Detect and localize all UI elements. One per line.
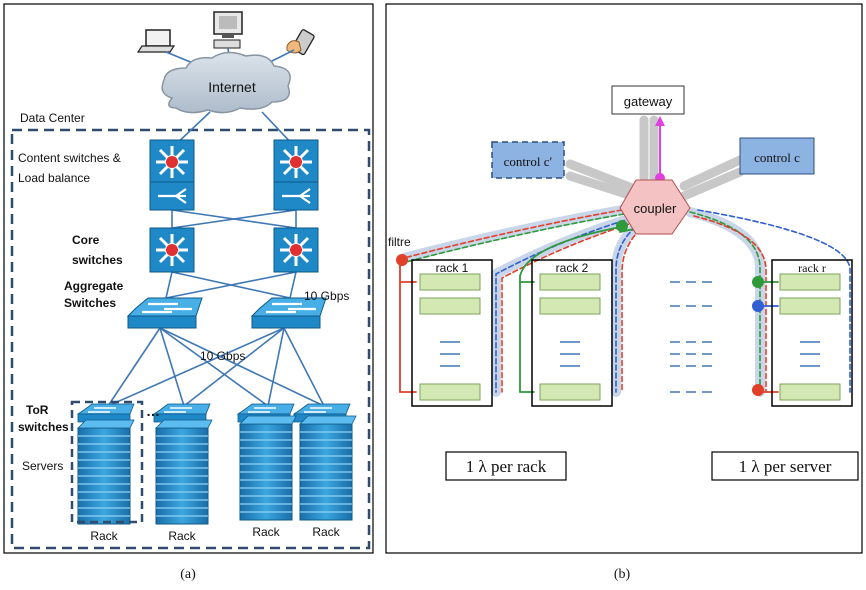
- rack-1-server-2: [419, 297, 481, 315]
- coupler-node: [619, 179, 691, 235]
- core-label-1: Core: [72, 233, 100, 247]
- rack-r-label: rack r: [798, 261, 826, 275]
- rack-2: rack 2: [531, 259, 613, 407]
- rack-label-3: Rack: [252, 525, 280, 539]
- per-rack-label: 1 λ per rack: [466, 457, 547, 476]
- control-cprime-box: [491, 141, 565, 179]
- rack-r-server-2: [779, 297, 841, 315]
- desktop-computer-icon: [213, 11, 243, 49]
- core-switch-left: [148, 226, 196, 274]
- server-rack-1: [77, 419, 135, 525]
- content-switch-right: [272, 138, 320, 212]
- rack-2-frame: [531, 259, 613, 407]
- rack-r-server-1: [779, 273, 841, 291]
- network-links: [107, 111, 325, 407]
- tor-label-1: ToR: [26, 403, 49, 417]
- tor-label-2: switches: [18, 420, 69, 434]
- coupler-label: coupler: [634, 201, 677, 216]
- per-server-label: 1 λ per server: [739, 457, 832, 476]
- per-rack-box: [445, 451, 567, 481]
- core-label-2: switches: [72, 253, 123, 267]
- handheld-device-icon: [286, 29, 315, 56]
- rack-r-dots: [800, 341, 820, 367]
- caption-b: (b): [614, 567, 631, 582]
- rack-1-frame: [411, 259, 493, 407]
- content-switch-label-1: Content switches &: [18, 151, 121, 165]
- rack-2-server-1: [539, 273, 601, 291]
- datacenter-label: Data Center: [20, 111, 85, 125]
- fiber-bundles: [399, 205, 851, 397]
- rack-highlight-box: [70, 400, 144, 524]
- gateway-box: [611, 85, 685, 115]
- rack-2-label: rack 2: [556, 261, 589, 275]
- aggregate-label-1: Aggregate: [64, 279, 124, 293]
- panel-a: Internet Data Center: [3, 3, 374, 582]
- laptop-icon: [136, 29, 176, 53]
- rack-1-label: rack 1: [436, 261, 469, 275]
- filter-dot-red-bottom: [752, 384, 764, 396]
- internet-cloud: Internet: [161, 51, 291, 114]
- server-rack-3: [239, 415, 297, 521]
- gateway-label: gateway: [624, 94, 673, 109]
- filter-dot-red: [396, 254, 408, 266]
- rack-2-server-n: [539, 383, 601, 401]
- servers-label: Servers: [22, 459, 63, 473]
- control-cprime-label: control c′: [504, 154, 553, 169]
- filtre-label: filtre: [388, 235, 411, 249]
- filter-dot-green-top: [616, 220, 628, 232]
- rack-1: rack 1: [411, 259, 493, 407]
- rack-1-server-1: [419, 273, 481, 291]
- rack-label-4: Rack: [312, 525, 340, 539]
- aggregate-label-2: Switches: [64, 296, 116, 310]
- middle-racks-ellipsis: [670, 281, 712, 393]
- rack-label-2: Rack: [168, 529, 196, 543]
- filter-dot-blue: [752, 300, 764, 312]
- gateway-arrow-icon: [655, 116, 665, 126]
- per-server-box: [711, 451, 859, 481]
- rack-1-dots: [440, 341, 460, 367]
- control-c-box: [739, 137, 815, 175]
- internet-label: Internet: [208, 79, 256, 95]
- panel-b: gateway control c′ control c: [385, 3, 863, 582]
- server-rack-4: [299, 415, 357, 521]
- content-switch-label-2: Load balance: [18, 171, 90, 185]
- caption-a: (a): [180, 567, 196, 582]
- rack-2-dots: [560, 341, 580, 367]
- core-switch-right: [272, 226, 320, 274]
- server-rack-2: [155, 419, 213, 525]
- rack-2-server-2: [539, 297, 601, 315]
- rack-ellipsis: …: [146, 403, 160, 419]
- rack-r-frame: [771, 259, 853, 407]
- rack-label-1: Rack: [90, 529, 118, 543]
- control-c-label: control c: [754, 150, 800, 165]
- control-trunks: [565, 115, 745, 201]
- rack-r-server-n: [779, 383, 841, 401]
- speed-label-right: 10 Gbps: [304, 289, 349, 303]
- filter-dot-green: [752, 276, 764, 288]
- rack-1-server-n: [419, 383, 481, 401]
- content-switch-left: [148, 138, 196, 212]
- rack-r: rack r: [771, 259, 853, 407]
- speed-label-mid: 10 Gbps: [200, 349, 245, 363]
